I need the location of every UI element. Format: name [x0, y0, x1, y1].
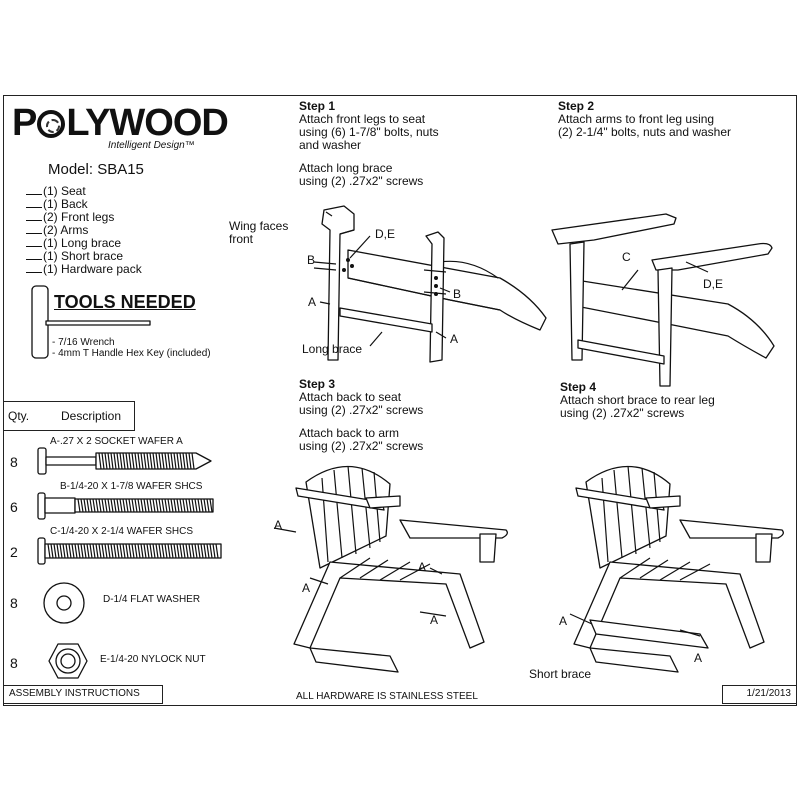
nylock-nut-icon [48, 643, 88, 679]
tool-item: - 4mm T Handle Hex Key (included) [52, 348, 211, 359]
step-title: Step 2 [558, 99, 595, 113]
step-title: Step 4 [560, 380, 597, 394]
hardware-qty: 8 [10, 655, 18, 671]
checklist-item: (1) Back [26, 198, 142, 211]
hardware-label: A-.27 X 2 SOCKET WAFER A [50, 436, 183, 447]
callout-a: A [430, 613, 439, 627]
checklist-item: (1) Long brace [26, 237, 142, 250]
step-line: Attach back to arm [299, 426, 400, 440]
step-line: Attach short brace to rear leg [560, 393, 715, 407]
checklist-item: (1) Short brace [26, 250, 142, 263]
step-line: Attach long brace [299, 161, 393, 175]
checklist-item: (2) Front legs [26, 211, 142, 224]
document-frame [3, 95, 797, 706]
model-number: Model: SBA15 [48, 161, 144, 178]
hardware-table-header [3, 401, 135, 431]
step-line: Attach front legs to seat [299, 112, 426, 126]
step-line: and washer [299, 138, 362, 152]
step-line: using (2) .27x2" screws [299, 439, 424, 453]
callout-a: A [308, 295, 317, 309]
recycle-logo-icon [37, 110, 66, 138]
step-title: Step 3 [299, 377, 336, 391]
tools-needed-title: TOOLS NEEDED [54, 292, 196, 312]
long-brace-callout: Long brace [302, 342, 363, 356]
parts-checklist: (1) Seat (1) Back (2) Front legs (2) Arm… [26, 185, 142, 276]
wing-faces-front-callout: Wing faces front [229, 220, 288, 246]
qty-header: Qty. [8, 409, 30, 423]
hardware-label: D-1/4 FLAT WASHER [103, 594, 201, 605]
step-3-text: Step 3 Attach back to seat using (2) .27… [299, 377, 423, 453]
step-2-text: Step 2 Attach arms to front leg using (2… [558, 99, 731, 139]
callout-de: D,E [375, 227, 396, 241]
callout-a: A [274, 518, 283, 532]
brand-tagline: Intelligent Design™ [108, 140, 195, 151]
checklist-item: (1) Hardware pack [26, 263, 142, 276]
step-1-illustration [313, 205, 547, 363]
step-4-text: Step 4 Attach short brace to rear leg us… [560, 380, 715, 420]
step-3-illustration [273, 465, 508, 673]
hardware-qty: 8 [10, 454, 18, 470]
tool-item: - 7/16 Wrench [52, 337, 115, 348]
step-1-text: Step 1 Attach front legs to seat using (… [299, 99, 439, 188]
hardware-label: B-1/4-20 X 1-7/8 WAFER SHCS [60, 481, 203, 492]
bolt-c-icon [37, 537, 222, 565]
callout-a: A [559, 614, 568, 628]
step-2-illustration [551, 213, 775, 387]
step-line: using (6) 1-7/8" bolts, nuts [299, 125, 439, 139]
checklist-item: (1) Seat [26, 185, 142, 198]
hardware-qty: 8 [10, 595, 18, 611]
step-line: Attach back to seat [299, 390, 402, 404]
callout-c: C [622, 250, 631, 264]
step-line: Attach arms to front leg using [558, 112, 715, 126]
hardware-qty: 6 [10, 499, 18, 515]
callout-a: A [450, 332, 459, 346]
bolt-b-icon [37, 492, 214, 520]
socket-screw-a-icon [37, 447, 212, 475]
hardware-note: ALL HARDWARE IS STAINLESS STEEL [296, 691, 478, 702]
hardware-label: E-1/4-20 NYLOCK NUT [100, 654, 206, 665]
callout-a: A [694, 651, 703, 665]
callout-line: front [229, 232, 254, 246]
callout-de: D,E [703, 277, 724, 291]
short-brace-callout: Short brace [529, 667, 592, 681]
document-date: 1/21/2013 [722, 685, 797, 704]
callout-line: Wing faces [229, 219, 289, 233]
callout-a: A [418, 560, 427, 574]
step-line: using (2) .27x2" screws [299, 174, 424, 188]
description-header: Description [61, 409, 122, 423]
assembly-instructions-label: ASSEMBLY INSTRUCTIONS [3, 685, 163, 704]
t-handle-hex-key-icon [31, 285, 151, 359]
step-line: (2) 2-1/4" bolts, nuts and washer [558, 125, 732, 139]
hardware-label: C-1/4-20 X 2-1/4 WAFER SHCS [50, 526, 194, 537]
step-line: using (2) .27x2" screws [299, 403, 424, 417]
step-line: using (2) .27x2" screws [560, 406, 685, 420]
step-4-illustration [569, 465, 784, 673]
flat-washer-icon [43, 582, 85, 624]
step-title: Step 1 [299, 99, 336, 113]
tools-list: - 7/16 Wrench - 4mm T Handle Hex Key (in… [52, 337, 211, 359]
checklist-item: (2) Arms [26, 224, 142, 237]
hardware-qty: 2 [10, 544, 18, 560]
callout-b: B [453, 287, 462, 301]
callout-a: A [302, 581, 311, 595]
callout-b: B [307, 253, 316, 267]
